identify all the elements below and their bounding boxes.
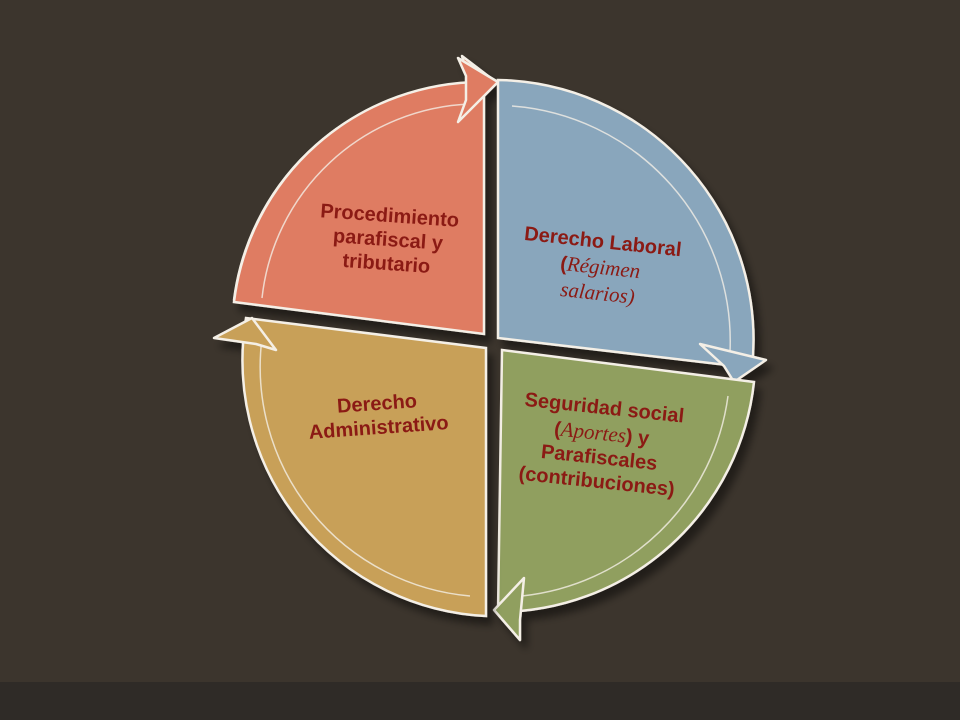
- arrow-inner-ring-blue: [511, 105, 731, 353]
- segment-derecho-laboral: [496, 78, 768, 384]
- arrow-head-gold: [212, 316, 278, 352]
- segment-seguridad-social-body: [496, 348, 756, 614]
- arrow-head-green: [492, 576, 526, 642]
- segment-derecho-administrativo-body: [241, 316, 488, 618]
- arrow-inner-ring-gold: [259, 337, 471, 597]
- segment-procedimiento-body: [232, 80, 486, 336]
- arrow-head-orange: [456, 56, 500, 124]
- segment-derecho-laboral-body: [496, 78, 755, 370]
- segment-seguridad-social: [492, 348, 756, 642]
- segment-derecho-administrativo: [212, 316, 488, 618]
- arrow-inner-ring-green: [521, 395, 729, 597]
- footer-band: [0, 682, 960, 720]
- arrow-inner-ring-orange: [261, 103, 471, 299]
- segment-procedimiento: [232, 54, 500, 336]
